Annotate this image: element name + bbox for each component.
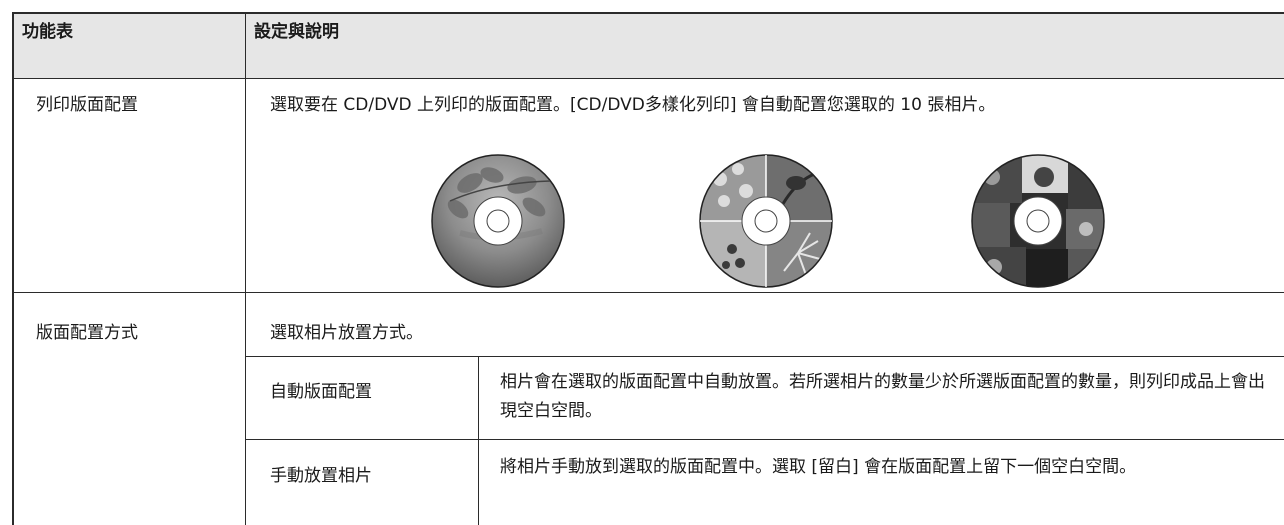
sub-row-text-auto-layout: 相片會在選取的版面配置中自動放置。若所選相片的數量少於所選版面配置的數量，則列印… (500, 372, 1265, 421)
table-header-row (14, 14, 1284, 79)
leaf-photo-disc-icon (431, 154, 565, 288)
table-left-border (12, 12, 14, 525)
row-description-layout-method: 選取相片放置方式。 (270, 323, 423, 343)
row-label-print-layout: 列印版面配置 (36, 95, 138, 115)
row-divider (14, 292, 1284, 293)
header-menu: 功能表 (22, 22, 73, 42)
subtable-column-divider (478, 356, 479, 525)
header-settings: 設定與說明 (254, 22, 339, 42)
subtable-top-border (246, 356, 1284, 357)
sub-row-text-manual-placement: 將相片手動放到選取的版面配置中。選取 [留白] 會在版面配置上留下一個空白空間。 (500, 457, 1137, 477)
row-description-print-layout: 選取要在 CD/DVD 上列印的版面配置。[CD/DVD多樣化列印] 會自動配置… (270, 95, 996, 115)
row-label-layout-method: 版面配置方式 (36, 323, 138, 343)
subtable-row-divider (246, 439, 1284, 440)
sub-row-label-manual-placement: 手動放置相片 (270, 466, 372, 486)
sub-row-label-auto-layout: 自動版面配置 (270, 382, 372, 402)
collage-flowers-disc-icon (699, 154, 833, 288)
table-top-border (12, 12, 1284, 14)
collage-child-photos-disc-icon (971, 154, 1105, 288)
column-divider (245, 12, 246, 525)
